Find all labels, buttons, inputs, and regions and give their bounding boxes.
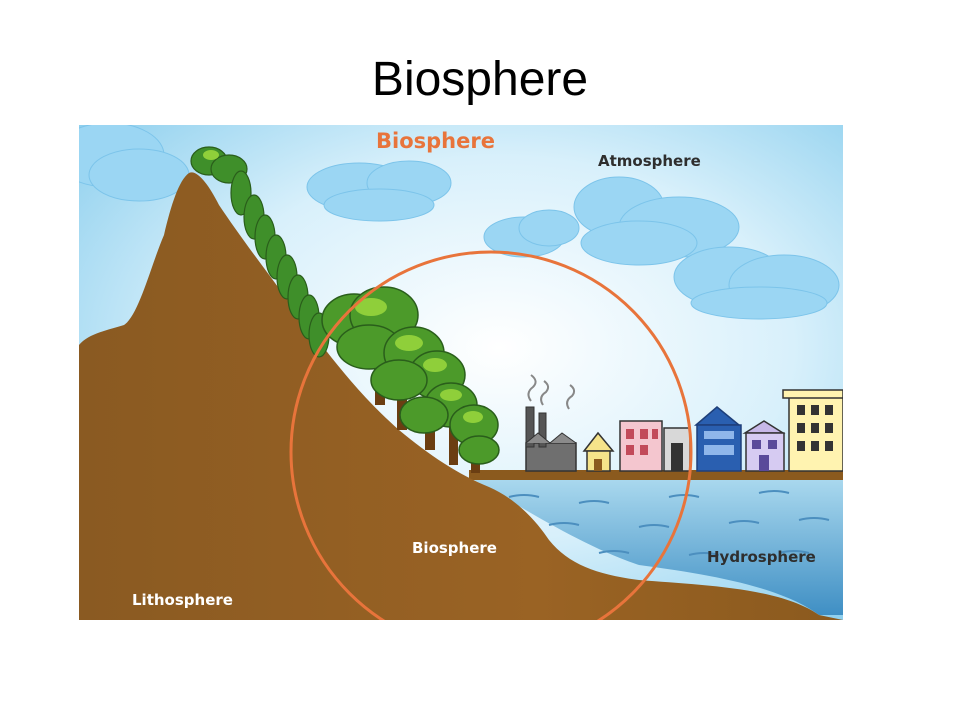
- clouds: [79, 125, 840, 320]
- blue-house: [693, 406, 742, 472]
- lavender-house: [742, 420, 786, 472]
- cloud-right-upper: [573, 176, 740, 266]
- cloud-middle: [483, 209, 580, 258]
- water-ripples: [508, 490, 830, 556]
- gray-building: [663, 427, 691, 472]
- label-atmosphere: Atmosphere: [598, 152, 701, 170]
- label-biosphere-top: Biosphere: [376, 129, 495, 153]
- factory: [525, 374, 577, 472]
- buildings: [525, 374, 843, 472]
- pink-building: [619, 420, 663, 472]
- label-biosphere-center: Biosphere: [412, 539, 497, 557]
- cloud-right-lower: [673, 246, 840, 320]
- label-hydrosphere: Hydrosphere: [707, 548, 816, 566]
- label-lithosphere: Lithosphere: [132, 591, 233, 609]
- tree-cluster-slope: [321, 286, 500, 465]
- biosphere-diagram: Biosphere Atmosphere Biosphere Hydrosphe…: [79, 125, 843, 620]
- cloud-upper-middle: [306, 160, 452, 222]
- trees: [190, 146, 500, 473]
- diagram-svg: Biosphere Atmosphere Biosphere Hydrosphe…: [79, 125, 843, 620]
- shoreline: [469, 470, 843, 480]
- tall-yellow-building: [782, 389, 843, 472]
- tree-highlights: [203, 150, 483, 423]
- lithosphere-hill: [79, 172, 843, 620]
- biosphere-circle: [289, 250, 693, 620]
- slide-title: Biosphere: [371, 53, 589, 106]
- water: [474, 480, 843, 615]
- cloud-top-left: [79, 125, 190, 202]
- small-yellow-house: [582, 431, 615, 472]
